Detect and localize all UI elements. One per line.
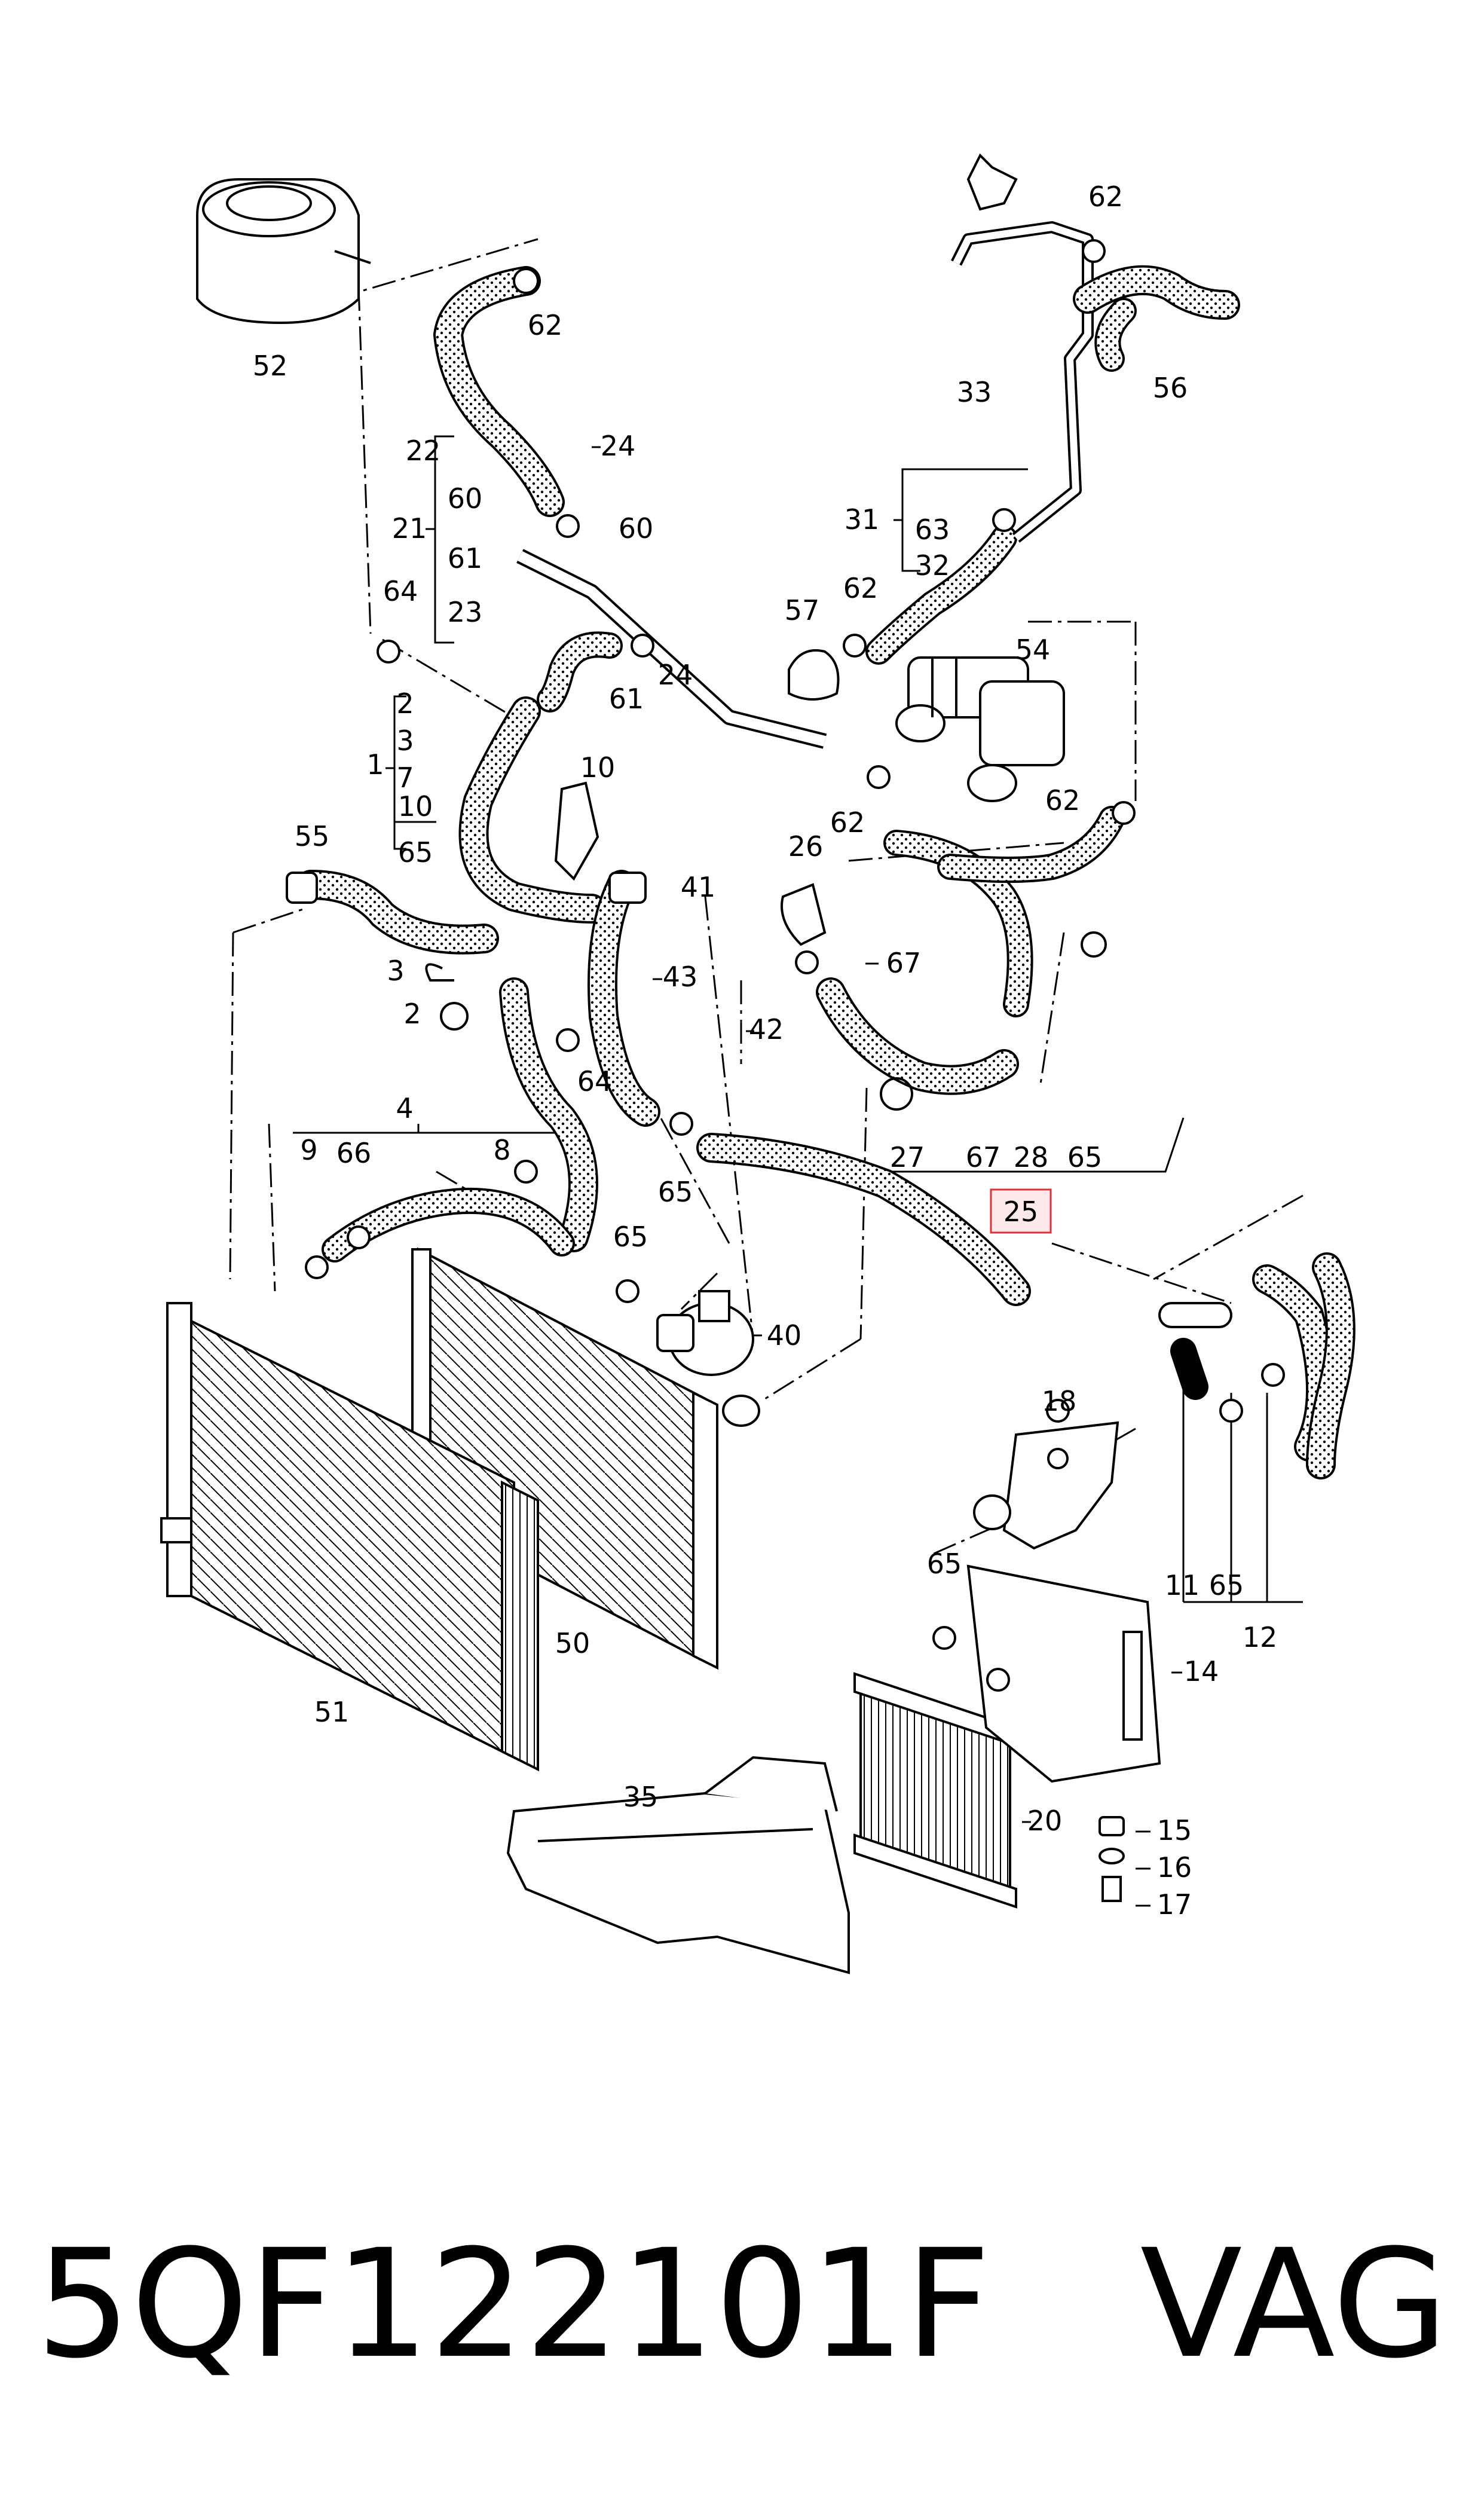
callout-33: 33 <box>957 376 992 408</box>
callout-22: 22 <box>406 435 441 467</box>
callout-8: 8 <box>493 1134 510 1166</box>
callout-25: 25 <box>1003 1196 1039 1228</box>
callout-40: 40 <box>767 1319 802 1352</box>
callout-51: 51 <box>314 1696 350 1728</box>
callout-2: 2 <box>396 687 414 720</box>
expansion-tank <box>196 178 371 325</box>
callout-16: 16 <box>1157 1851 1192 1884</box>
callout-64: 64 <box>383 575 418 607</box>
radiator-51 <box>160 1302 539 1772</box>
callout-24b: 24 <box>658 659 693 691</box>
callout-labels: 52 62 22 24 21 60 60 61 23 64 24 61 2 3 … <box>253 181 1278 1921</box>
callout-26: 26 <box>788 830 824 863</box>
callout-3b: 3 <box>387 955 404 987</box>
callout-15: 15 <box>1157 1814 1192 1847</box>
callout-65d: 65 <box>1067 1141 1103 1173</box>
callout-57: 57 <box>785 594 820 626</box>
callout-3: 3 <box>396 724 414 757</box>
callout-64b: 64 <box>577 1065 613 1097</box>
callout-62e: 62 <box>1088 181 1124 213</box>
callout-60: 60 <box>448 482 483 515</box>
callout-62c: 62 <box>1045 784 1081 817</box>
callout-55: 55 <box>295 820 330 852</box>
callout-65f: 65 <box>927 1548 962 1580</box>
part-number: 5QF122101F <box>36 2217 991 2391</box>
callout-62: 62 <box>528 309 563 341</box>
callout-65e: 65 <box>1209 1569 1244 1601</box>
callout-67: 67 <box>886 947 922 979</box>
cooling-system-exploded-diagram: 52 62 22 24 21 60 60 61 23 64 24 61 2 3 … <box>160 153 1356 1974</box>
label-ticks <box>592 446 1182 1907</box>
callout-10: 10 <box>398 790 433 823</box>
callout-43: 43 <box>663 961 698 993</box>
callout-32: 32 <box>915 549 950 582</box>
callout-41: 41 <box>681 871 716 903</box>
cooler-bracket <box>966 1564 1161 1783</box>
callout-18: 18 <box>1042 1385 1077 1417</box>
callout-1: 1 <box>366 748 384 781</box>
water-pump <box>656 1290 754 1376</box>
callout-65b: 65 <box>658 1176 693 1208</box>
callout-54: 54 <box>1015 634 1051 666</box>
air-guide <box>506 1756 850 1974</box>
callout-65c: 65 <box>613 1221 648 1253</box>
callout-12: 12 <box>1243 1621 1278 1653</box>
highlight-box <box>990 1188 1052 1234</box>
callout-28: 28 <box>1014 1141 1049 1173</box>
callout-62b: 62 <box>830 806 865 839</box>
callout-brackets <box>293 435 1303 1603</box>
callout-31: 31 <box>844 503 880 536</box>
leader-lines <box>229 238 1304 1555</box>
callout-35: 35 <box>623 1781 659 1813</box>
callout-11: 11 <box>1165 1569 1200 1601</box>
callout-14: 14 <box>1184 1655 1219 1687</box>
callout-65: 65 <box>398 836 433 869</box>
callout-42: 42 <box>749 1013 784 1045</box>
callout-24: 24 <box>601 430 636 462</box>
callout-62d: 62 <box>843 572 879 604</box>
callout-17: 17 <box>1157 1888 1192 1921</box>
callout-67b: 67 <box>966 1141 1001 1173</box>
callout-61: 61 <box>448 542 483 574</box>
brand-label: VAG <box>1140 2217 1448 2391</box>
callout-66: 66 <box>336 1137 372 1169</box>
callout-27: 27 <box>890 1141 925 1173</box>
callout-21: 21 <box>392 512 427 545</box>
callout-56: 56 <box>1153 372 1188 404</box>
callout-63: 63 <box>915 513 950 546</box>
thermostat-housing <box>895 656 1065 802</box>
callout-4: 4 <box>396 1092 413 1124</box>
callout-61b: 61 <box>609 683 644 715</box>
component-drawings <box>160 153 1356 1974</box>
callout-50: 50 <box>555 1627 590 1659</box>
oil-cooler <box>853 1672 1017 1909</box>
callout-10b: 10 <box>580 751 616 784</box>
callout-7: 7 <box>396 762 414 794</box>
callout-60b: 60 <box>619 512 654 545</box>
callout-2b: 2 <box>403 998 421 1030</box>
callout-52: 52 <box>253 350 288 382</box>
callout-23: 23 <box>448 596 483 628</box>
callout-20: 20 <box>1027 1805 1063 1837</box>
callout-9: 9 <box>300 1134 317 1166</box>
